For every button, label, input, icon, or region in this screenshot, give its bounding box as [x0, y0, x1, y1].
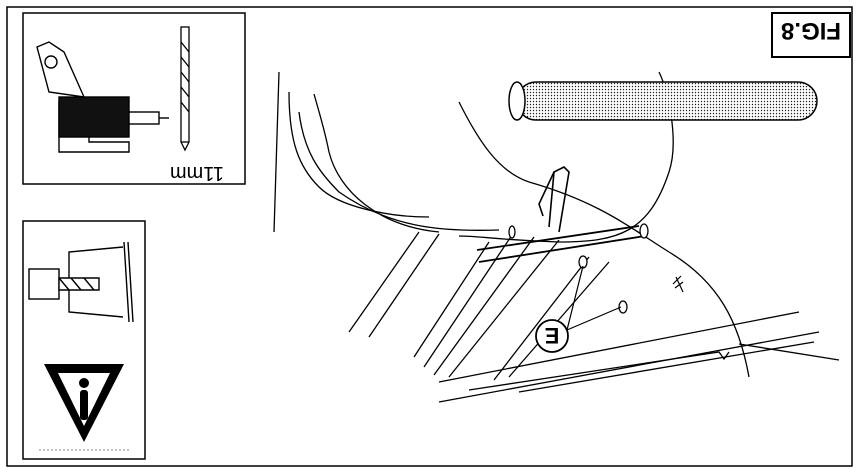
drill-panel: 11mm — [22, 12, 246, 185]
drill-bit-icon — [180, 26, 190, 152]
callout-e: E — [535, 319, 569, 353]
callout-lines — [566, 265, 622, 331]
drill-icon — [36, 41, 169, 153]
fig-label-box: FIG.8 — [771, 12, 851, 58]
figure-label: FIG.8 — [781, 17, 841, 44]
warning-panel — [22, 220, 146, 460]
info-warning-icon — [44, 364, 124, 442]
drilling-detail-icon — [28, 241, 134, 323]
drill-bit-size: 11mm — [170, 162, 224, 184]
callout-letter: E — [545, 323, 560, 348]
outer-frame — [6, 6, 853, 467]
vehicle-floor-scene — [273, 71, 840, 403]
